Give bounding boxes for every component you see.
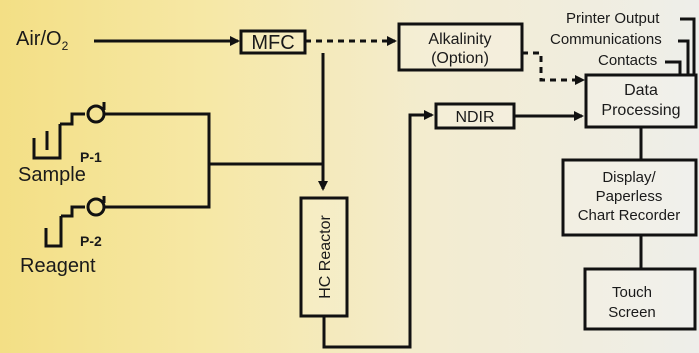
communications-label: Communications xyxy=(550,31,662,48)
air-o2-label: Air/O2 xyxy=(16,28,69,53)
processing-label: Processing xyxy=(601,102,680,119)
contacts-line xyxy=(665,60,682,75)
reagent-line xyxy=(61,205,85,218)
pump-2-icon xyxy=(86,196,106,217)
communications-line xyxy=(678,39,690,75)
sample-cup-icon xyxy=(32,124,62,160)
reagent-cup-icon xyxy=(44,216,63,248)
printer-output-line xyxy=(680,17,696,75)
display-label: Display/ xyxy=(602,169,656,186)
paperless-label: Paperless xyxy=(596,188,663,205)
ndir-box: NDIR xyxy=(434,102,516,130)
alkalinity-to-data-arrow xyxy=(522,51,585,85)
hc-reactor-label: HC Reactor xyxy=(317,215,334,299)
touch-label: Touch xyxy=(612,284,652,301)
touch-screen-box: Touch Screen xyxy=(583,267,697,331)
display-recorder-box: Display/ Paperless Chart Recorder xyxy=(561,158,698,237)
reactor-to-ndir-arrow xyxy=(322,110,434,349)
sample-label: Sample xyxy=(18,164,86,186)
alkalinity-label: Alkalinity xyxy=(428,31,491,48)
pump-merge-line xyxy=(104,112,211,209)
data-processing-box: Data Processing xyxy=(584,73,698,129)
hc-reactor-box: HC Reactor xyxy=(299,196,349,318)
alkalinity-option-box: Alkalinity (Option) xyxy=(397,22,524,72)
pump-2-label: P-2 xyxy=(80,233,102,249)
contacts-label: Contacts xyxy=(598,52,657,69)
printer-output-label: Printer Output xyxy=(566,10,660,27)
ndir-label: NDIR xyxy=(455,109,494,126)
reagent-label: Reagent xyxy=(20,255,96,277)
screen-label: Screen xyxy=(608,304,656,321)
pump-1-label: P-1 xyxy=(80,149,102,165)
option-label: (Option) xyxy=(431,50,489,67)
mfc-box: MFC xyxy=(239,29,307,55)
pump-1-icon xyxy=(86,102,106,124)
sample-line xyxy=(60,112,85,126)
data-label: Data xyxy=(624,82,658,99)
mfc-label: MFC xyxy=(251,32,294,54)
chart-recorder-label: Chart Recorder xyxy=(578,207,681,224)
